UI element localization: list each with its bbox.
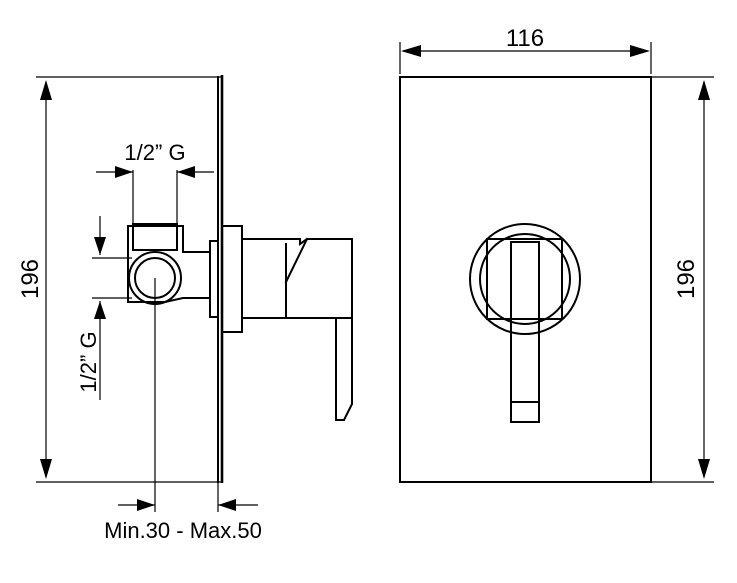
handle-front (486, 238, 563, 423)
top-thread-arrow-right (177, 166, 195, 178)
cover-plate-front (399, 76, 652, 483)
handle-lever (335, 317, 353, 421)
front-view: 116 196 (399, 25, 714, 483)
wall-depth-arrow-right (218, 499, 236, 511)
side-height-arrow-bottom (40, 459, 52, 479)
handle-lever-front (510, 241, 540, 423)
valve-body (127, 223, 353, 421)
top-thread-arrow-left (115, 166, 133, 178)
front-height-label: 196 (673, 259, 700, 299)
handle-base (241, 238, 353, 319)
side-thread-arrow-top (94, 237, 106, 255)
front-height-arrow-bottom (698, 459, 710, 479)
front-width-arrow-left (401, 45, 421, 57)
top-inlet-stub (132, 223, 178, 251)
escutcheon-side (221, 225, 243, 333)
front-width-arrow-right (630, 45, 650, 57)
top-thread-dimension: 1/2” G (96, 140, 214, 224)
handle-bevel (284, 237, 309, 284)
handle-base-front (486, 238, 563, 320)
side-height-dimension: 196 (17, 76, 222, 483)
front-width-label: 116 (506, 25, 544, 52)
front-height-dimension: 196 (651, 76, 714, 483)
side-view: 196 1/2” G 1/2” G (17, 75, 353, 543)
top-thread-label: 1/2” G (124, 140, 185, 165)
wall-depth-arrow-left (137, 499, 155, 511)
side-height-label: 196 (17, 259, 44, 299)
side-thread-dimension: 1/2” G (76, 216, 132, 400)
rosette-outer (469, 223, 581, 335)
front-height-arrow-top (698, 80, 710, 100)
wall-depth-dimension: Min.30 - Max.50 (104, 278, 262, 543)
side-thread-label: 1/2” G (76, 331, 101, 392)
rosette-inner (479, 233, 571, 325)
side-thread-arrow-bottom (94, 301, 106, 319)
front-width-dimension: 116 (399, 25, 652, 74)
side-height-arrow-top (40, 80, 52, 100)
wall-depth-label: Min.30 - Max.50 (104, 518, 262, 543)
wall-connector (209, 240, 219, 318)
